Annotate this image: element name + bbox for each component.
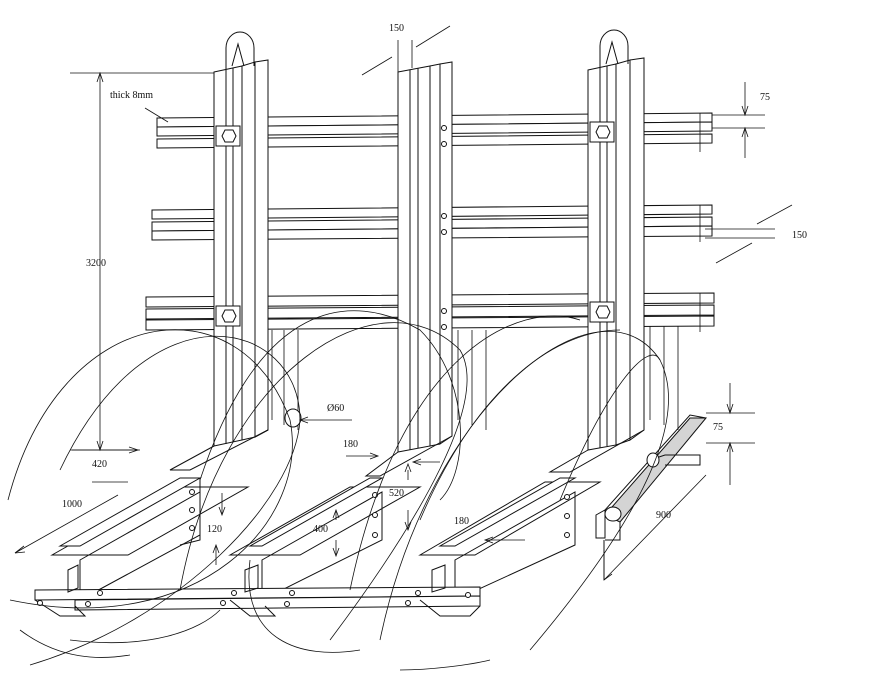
- lifting-eye-right: [599, 29, 629, 68]
- label-top-gap-150: 150: [389, 23, 404, 34]
- hex-bolt-icon: [215, 305, 241, 327]
- label-width-420: 420: [92, 459, 107, 470]
- rail-lower: [145, 292, 715, 332]
- label-beam-180-right: 180: [454, 516, 469, 527]
- label-thickness: thick 8mm: [110, 90, 153, 101]
- dimension-labels: thick 8mm 3200 150 75 150 Ø60 420 1000 1…: [62, 23, 807, 535]
- hex-bolt-icon: [589, 121, 615, 143]
- hex-bolt-icon: [215, 125, 241, 147]
- label-beam-180-mid: 180: [343, 439, 358, 450]
- label-rail-offset-75-top: 75: [760, 92, 770, 103]
- label-rail-offset-75-right: 75: [713, 422, 723, 433]
- label-height-3200: 3200: [86, 258, 106, 269]
- right-brace: [595, 414, 708, 580]
- front-cross-beam: [34, 586, 481, 617]
- post-middle: [364, 61, 453, 477]
- hex-bolt-icon: [589, 301, 615, 323]
- label-rail-offset-150-mid: 150: [792, 230, 807, 241]
- post-right: [548, 29, 645, 473]
- pipe-section: [284, 408, 302, 428]
- base-beams: [34, 477, 602, 617]
- label-length-1000: 1000: [62, 499, 82, 510]
- base-beam-right: [418, 477, 602, 601]
- dimension-lines: [14, 25, 793, 581]
- label-beam-520: 520: [389, 488, 404, 499]
- label-length-900: 900: [656, 510, 671, 521]
- label-pipe-diameter: Ø60: [327, 403, 344, 414]
- lifting-eye-left: [225, 31, 255, 70]
- base-beam-left: [50, 477, 250, 601]
- swing-arcs: [7, 310, 669, 671]
- label-beam-120: 120: [207, 524, 222, 535]
- post-left: [169, 31, 269, 471]
- label-beam-400: 400: [313, 524, 328, 535]
- base-brackets: [67, 564, 446, 593]
